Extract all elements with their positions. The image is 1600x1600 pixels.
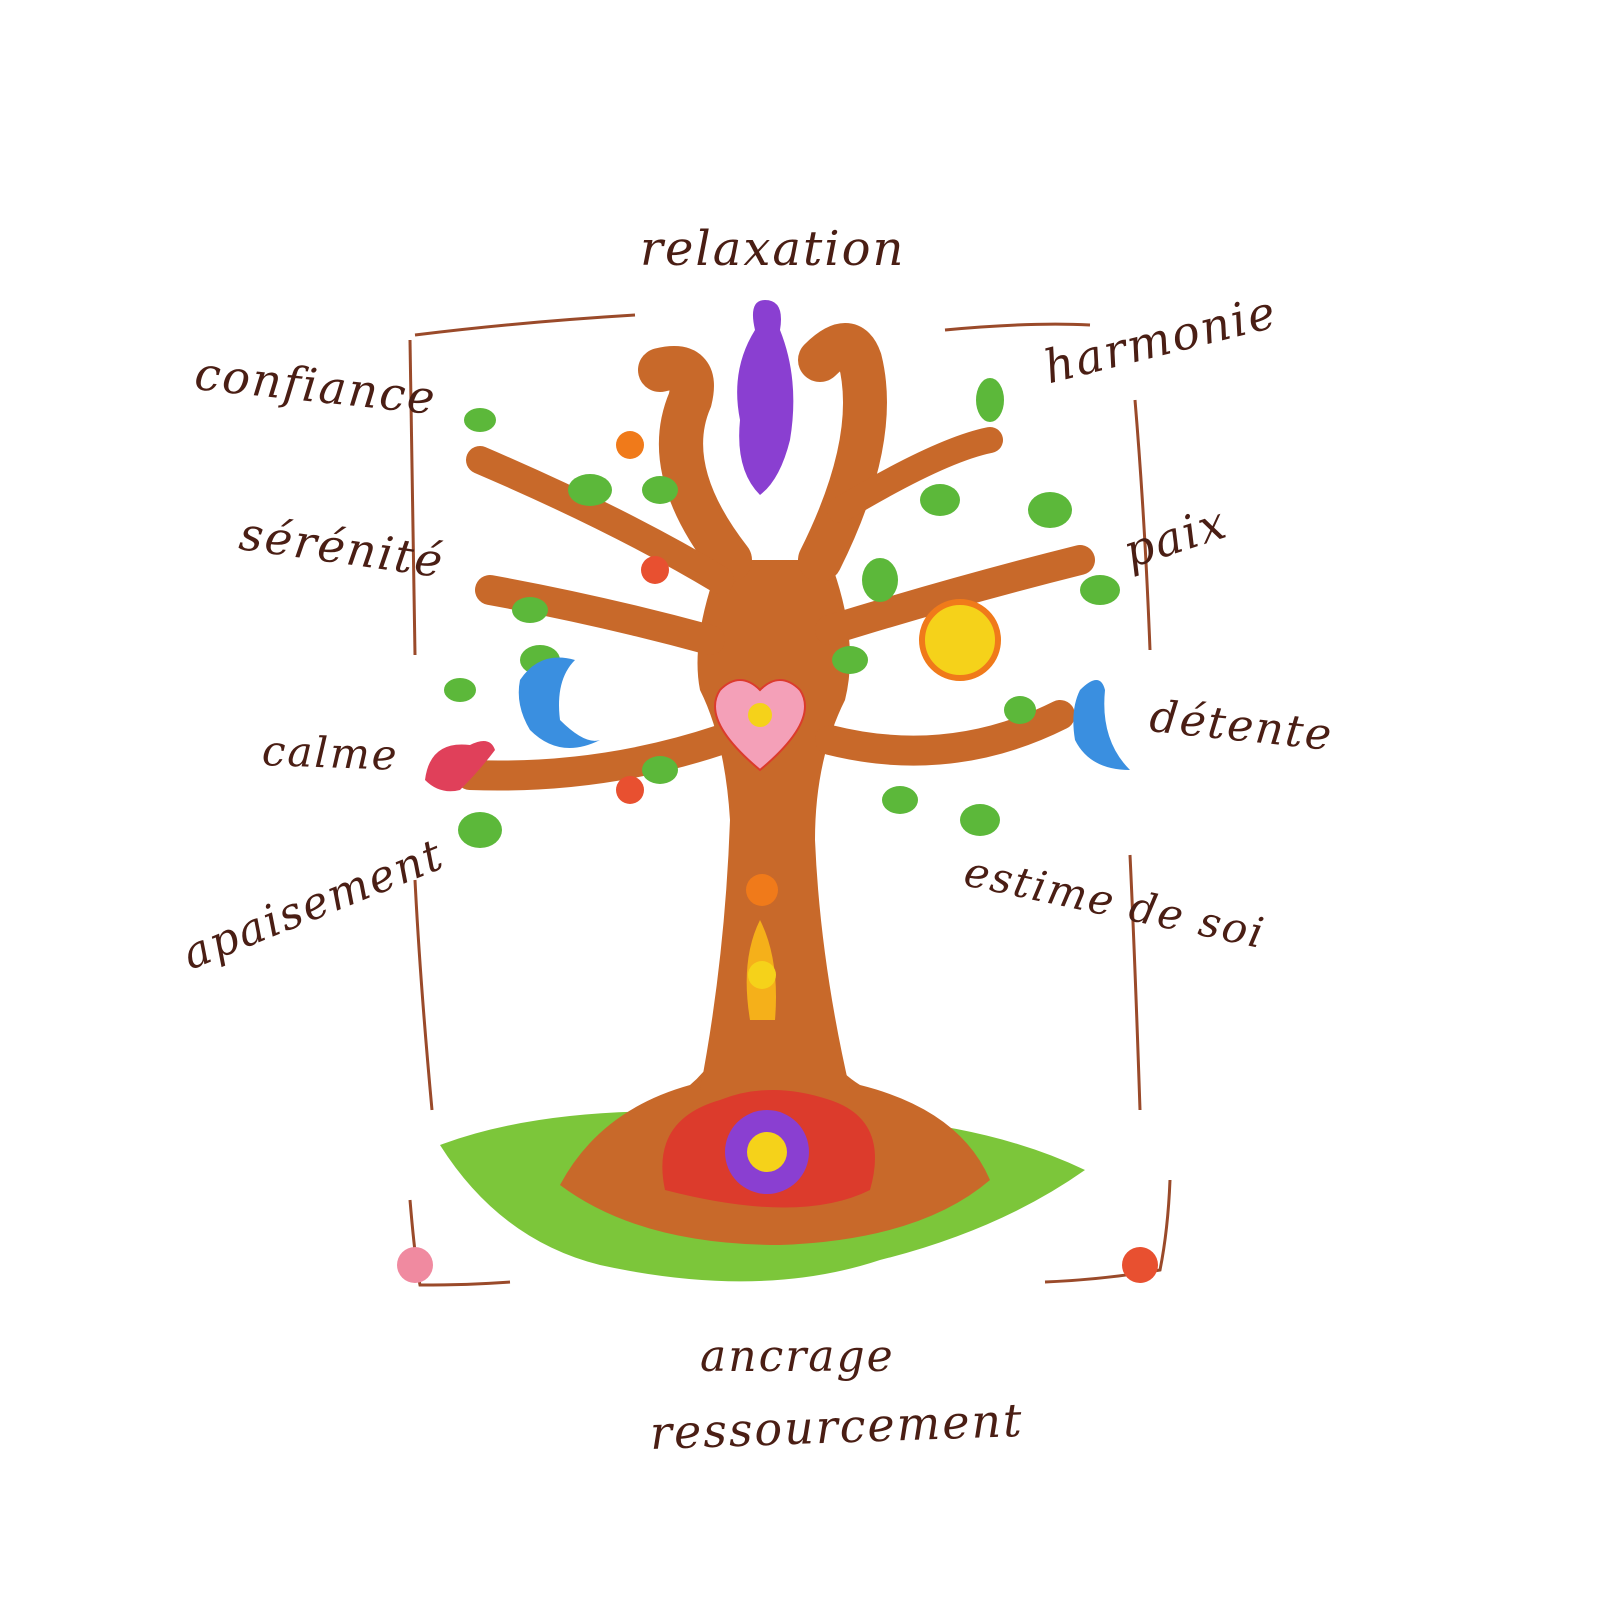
leaf <box>976 378 1004 422</box>
leaf <box>642 756 678 784</box>
branches <box>455 323 1095 791</box>
leaf <box>920 484 960 516</box>
frame-top-left <box>414 313 636 337</box>
trunk-sun <box>746 874 778 906</box>
frame-vines <box>408 313 1172 1287</box>
leaf <box>642 476 678 504</box>
leaf <box>882 786 918 814</box>
frame-top-right <box>944 322 1091 332</box>
branch-left-bottom <box>455 725 735 791</box>
mandala-center <box>747 1132 787 1172</box>
leaf <box>862 558 898 602</box>
frame-bottom-right <box>1044 1179 1172 1284</box>
red-bird-bottom-right <box>1122 1247 1158 1283</box>
sun-face <box>919 599 1001 681</box>
branch-top-right <box>798 323 887 582</box>
frame-bottom-left <box>408 1199 511 1287</box>
word-calme: calme <box>261 726 400 780</box>
orange-flower <box>616 431 644 459</box>
leaf <box>512 597 548 623</box>
motifs <box>397 300 1158 1283</box>
leaf <box>464 408 496 432</box>
leaf <box>960 804 1000 836</box>
leaf <box>444 678 476 702</box>
leaves <box>444 378 1120 848</box>
leaf <box>458 812 502 848</box>
leaf <box>1004 696 1036 724</box>
blue-bird-right <box>1073 680 1130 770</box>
red-bird <box>425 741 495 792</box>
frame-left-upper <box>408 339 417 656</box>
pink-bird-bottom-left <box>397 1247 433 1283</box>
word-ancrage: ancrage <box>700 1331 895 1382</box>
orange-flower <box>641 556 669 584</box>
word-relaxation: relaxation <box>640 221 906 277</box>
word-ressourcement: ressourcement <box>649 1392 1025 1460</box>
frame-left-lower <box>413 879 434 1111</box>
branch-left-mid <box>466 446 734 594</box>
frame-right-lower <box>1128 854 1142 1111</box>
blue-moon-left <box>518 657 600 748</box>
branch-right-mid <box>815 545 1095 645</box>
moon-in-trunk <box>748 961 776 989</box>
leaf <box>1028 492 1072 528</box>
leaf <box>568 474 612 506</box>
purple-figure <box>737 300 794 495</box>
branch-top-left <box>638 346 752 582</box>
branch-left-low <box>475 575 725 655</box>
ground <box>440 1010 1085 1282</box>
leaf <box>832 646 868 674</box>
branch-right-bottom <box>815 700 1075 766</box>
branch-right-high <box>827 427 1003 523</box>
leaf <box>1080 575 1120 605</box>
orange-flower <box>616 776 644 804</box>
frame-right-upper <box>1133 399 1152 651</box>
flower-center <box>748 703 772 727</box>
